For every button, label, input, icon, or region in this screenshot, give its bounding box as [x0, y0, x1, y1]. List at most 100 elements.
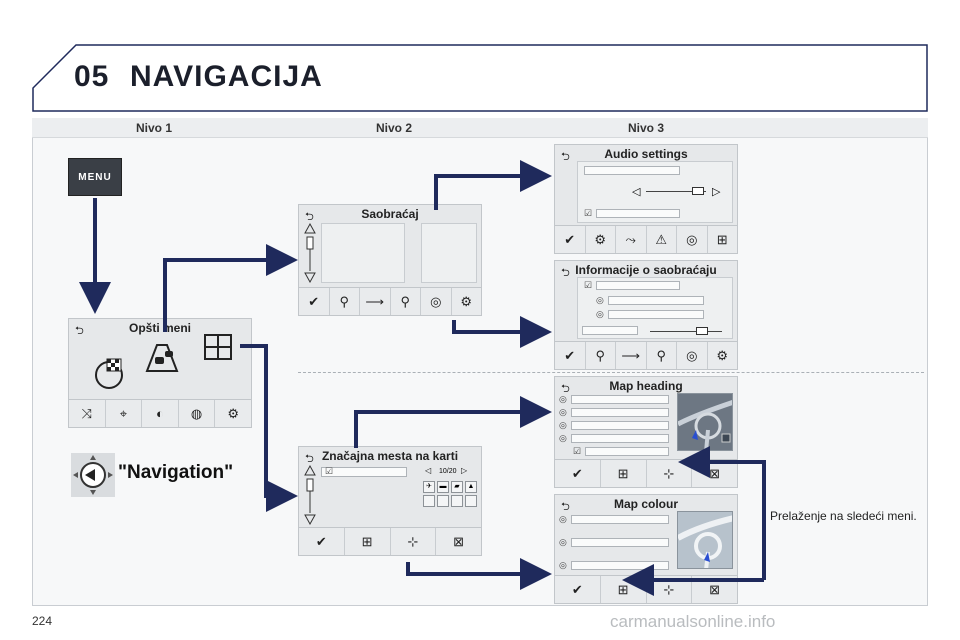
back-icon[interactable]: ⮌ [305, 453, 314, 465]
poi-bus-icon[interactable]: ▬ [437, 481, 449, 493]
radio-icon[interactable]: ◎ [559, 394, 567, 404]
menu-button[interactable]: MENU [68, 158, 122, 196]
screen-title-audio: Audio settings [604, 147, 688, 161]
heading-option-2[interactable] [571, 408, 669, 417]
poi-airport-icon[interactable]: ✈ [423, 481, 435, 493]
poi-map-icon[interactable]: ⊞ [601, 460, 647, 487]
arrow-opsti-to-znacajna [240, 344, 298, 512]
parking-icon[interactable]: ⊠ [709, 581, 721, 597]
colour-option-3[interactable] [571, 561, 669, 570]
info-slider-thumb[interactable] [696, 327, 708, 335]
guidance-icon[interactable]: ◐ [142, 400, 179, 427]
poi-list-icon[interactable]: ⊹ [647, 576, 693, 603]
route-line-icon[interactable]: ⟶ [360, 288, 391, 315]
scrollbar-icon[interactable] [303, 465, 317, 525]
next-page-icon[interactable]: ▷ [461, 466, 468, 475]
search-icon[interactable]: ⚲ [647, 342, 677, 369]
voice-icon[interactable]: ◎ [421, 288, 452, 315]
radio-icon[interactable]: ◎ [596, 295, 604, 305]
warning-icon[interactable]: ⚠ [647, 226, 677, 253]
checkbox-icon[interactable]: ☑ [325, 466, 334, 476]
heading-option-5[interactable] [585, 447, 669, 456]
settings-icon[interactable]: ⚙ [716, 347, 729, 363]
back-icon[interactable]: ⮌ [561, 267, 570, 279]
filter-icon[interactable]: ⚲ [330, 288, 360, 315]
poi-map-icon[interactable]: ⊞ [716, 231, 728, 247]
voice-icon[interactable]: ◎ [677, 342, 708, 369]
audio-field-2[interactable] [596, 209, 680, 218]
heading-option-4[interactable] [571, 434, 669, 443]
checkbox-icon[interactable]: ☑ [584, 280, 593, 290]
audio-field-1[interactable] [584, 166, 680, 175]
poi-map-icon[interactable]: ⊞ [345, 528, 391, 555]
traffic-icon[interactable] [143, 341, 181, 373]
volume-down-icon[interactable]: ◁ [632, 186, 641, 198]
colour-option-1[interactable] [571, 515, 669, 524]
route-line-icon[interactable]: ⟶ [616, 342, 647, 369]
back-icon[interactable]: ⮌ [75, 325, 84, 337]
destination-flag-icon[interactable] [91, 355, 127, 391]
poi-empty-4[interactable] [465, 495, 477, 507]
radio-icon[interactable]: ◎ [559, 407, 567, 417]
heading-option-1[interactable] [571, 395, 669, 404]
poi-checkbox-field[interactable] [321, 467, 407, 477]
back-icon[interactable]: ⮌ [561, 501, 570, 513]
heading-option-3[interactable] [571, 421, 669, 430]
search-icon[interactable]: ⚲ [391, 288, 421, 315]
info-field-1[interactable] [596, 281, 680, 290]
checkbox-icon[interactable]: ☑ [573, 446, 582, 456]
prev-page-icon[interactable]: ◁ [425, 466, 432, 475]
screen-informacije: ⮌ Informacije o saobraćaju ☑ ◎ ◎ ✔ ⚲ ⟶ ⚲… [554, 260, 738, 370]
confirm-icon[interactable]: ✔ [555, 576, 601, 603]
poi-empty-3[interactable] [451, 495, 463, 507]
route-icon[interactable]: ⤳ [616, 226, 647, 253]
back-icon[interactable]: ⮌ [561, 383, 570, 395]
position-icon[interactable]: ⌖ [106, 400, 143, 427]
settings-icon[interactable]: ⚙ [227, 405, 239, 421]
info-field-4[interactable] [582, 326, 638, 335]
checkbox-icon[interactable]: ☑ [584, 208, 593, 218]
settings-icon[interactable]: ⚙ [460, 293, 473, 309]
info-field-2[interactable] [608, 296, 704, 305]
volume-up-icon[interactable]: ▷ [712, 186, 721, 198]
arrow-saobracaj-to-info [452, 316, 552, 348]
radio-icon[interactable]: ◎ [559, 514, 567, 524]
radio-icon[interactable]: ◎ [559, 560, 567, 570]
voice-icon[interactable]: ◎ [677, 226, 708, 253]
map-preview-heading [677, 393, 733, 451]
back-icon[interactable]: ⮌ [305, 211, 314, 223]
parking-icon[interactable]: ⊠ [453, 533, 465, 549]
radio-icon[interactable]: ◎ [559, 420, 567, 430]
colour-option-2[interactable] [571, 538, 669, 547]
poi-empty-1[interactable] [423, 495, 435, 507]
volume-slider-track[interactable] [646, 191, 706, 192]
screen-title-heading: Map heading [609, 379, 683, 393]
navigation-dial-icon [71, 453, 115, 497]
arrow-znacajna-to-colour [406, 558, 552, 590]
confirm-icon[interactable]: ✔ [299, 528, 345, 555]
poi-empty-2[interactable] [437, 495, 449, 507]
confirm-icon[interactable]: ✔ [555, 460, 601, 487]
info-slider-track[interactable] [650, 331, 722, 332]
volume-slider-thumb[interactable] [692, 187, 704, 195]
info-field-3[interactable] [608, 310, 704, 319]
poi-list-icon[interactable]: ⊹ [391, 528, 437, 555]
confirm-icon[interactable]: ✔ [299, 288, 330, 315]
filter-icon[interactable]: ⚲ [586, 342, 616, 369]
map-icon[interactable] [203, 333, 233, 361]
back-icon[interactable]: ⮌ [561, 151, 570, 163]
screen-title-colour: Map colour [613, 497, 678, 511]
route-icon[interactable]: ⤨ [69, 400, 106, 427]
parking-icon[interactable]: ⊠ [709, 465, 721, 481]
radio-icon[interactable]: ◎ [596, 309, 604, 319]
confirm-icon[interactable]: ✔ [555, 342, 586, 369]
radio-icon[interactable]: ◎ [559, 537, 567, 547]
scrollbar-icon[interactable] [303, 223, 317, 283]
settings-icon[interactable]: ⚙ [586, 226, 616, 253]
radio-icon[interactable]: ◎ [559, 433, 567, 443]
poi-car-icon[interactable]: ▰ [451, 481, 463, 493]
poi-warning-icon[interactable]: ▲ [465, 481, 477, 493]
confirm-icon[interactable]: ✔ [555, 226, 586, 253]
globe-icon[interactable]: ◍ [179, 400, 216, 427]
